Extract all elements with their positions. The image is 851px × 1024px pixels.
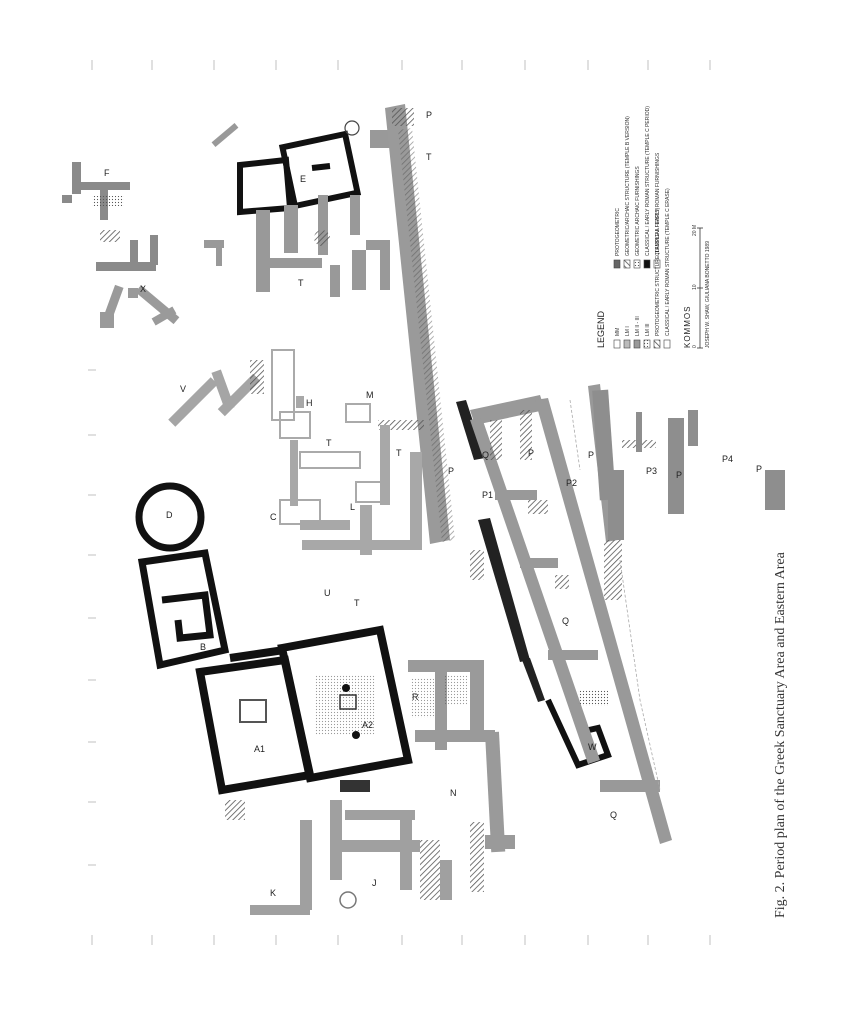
- grid-ticks: [88, 60, 711, 945]
- legend-swatches-right: PROTOGEOMETRIC GEOMETRIC/ARCHAIC STRUCTU…: [613, 106, 661, 269]
- legend-item-9: CLASSICAL / EARLY ROMAN STRUCTURE (TEMPL…: [645, 106, 651, 256]
- structure-a2: [229, 625, 413, 783]
- legend-item-3: LM III: [645, 323, 651, 336]
- label-t-mid2: T: [396, 448, 402, 458]
- legend-item-2: LM II - III: [635, 316, 641, 336]
- label-p1: P1: [482, 490, 493, 500]
- legend-item-4: PROTOGEOMETRIC STRUCTURE (TEMPLE A FIRST…: [655, 207, 661, 336]
- structure-w: [545, 698, 612, 769]
- label-u: U: [324, 588, 331, 598]
- label-p-e2: P: [676, 470, 682, 480]
- label-l: L: [350, 502, 355, 512]
- legend-swatches-left: MM LM I LM II - III LM III PROTOGEOMETRI…: [613, 188, 671, 349]
- label-v: V: [180, 384, 186, 394]
- structure-t-mid: [290, 396, 424, 555]
- structure-f: [62, 162, 158, 271]
- a2-pillar-base-1: [342, 684, 350, 692]
- legend-item-7: GEOMETRIC/ARCHAIC STRUCTURE (TEMPLE B VE…: [625, 116, 631, 256]
- label-k: K: [270, 888, 276, 898]
- structure-d-circle: [135, 482, 205, 552]
- label-p-e3: P: [756, 464, 762, 474]
- scale-label-2: 20 M: [692, 225, 698, 236]
- structure-v: [168, 360, 264, 427]
- eastern-dashed-line: [569, 399, 661, 791]
- label-a1: A1: [254, 744, 265, 754]
- label-t-top: T: [426, 152, 432, 162]
- label-j: J: [372, 878, 377, 888]
- legend-credit: JOSEPH W. SHAW, GIULIANA BONETTO 1989: [705, 241, 711, 348]
- legend-scale-bar: 0 10 20 M: [692, 225, 703, 349]
- scale-label-0: 0: [692, 345, 698, 348]
- north-walls: [204, 123, 400, 297]
- label-q-low: Q: [610, 810, 617, 820]
- label-n: N: [450, 788, 457, 798]
- structure-e: [237, 130, 362, 216]
- label-p-mid: P: [448, 466, 454, 476]
- legend-title: LEGEND: [596, 310, 606, 348]
- structure-p1-strip: [456, 400, 545, 702]
- label-p3: P3: [646, 466, 657, 476]
- label-p-east: P: [588, 450, 594, 460]
- a2-pillar-base-2: [352, 731, 360, 739]
- altar-circle: [314, 230, 330, 246]
- legend-item-5: CLASSICAL / EARLY ROMAN STRUCTURE (TEMPL…: [665, 188, 671, 336]
- structure-a1: [195, 655, 315, 795]
- label-d: D: [166, 510, 173, 520]
- label-f: F: [104, 168, 110, 178]
- scale-label-1: 10: [692, 284, 698, 290]
- figure-caption: Fig. 2. Period plan of the Greek Sanctua…: [773, 551, 788, 918]
- legend-item-6: PROTOGEOMETRIC: [615, 208, 621, 256]
- legend-item-8: GEOMETRIC ARCHAIC FURNISHINGS: [635, 166, 641, 256]
- label-x: X: [140, 284, 146, 294]
- label-q-top: Q: [482, 450, 489, 460]
- label-p4: P4: [722, 454, 733, 464]
- label-a2: A2: [362, 720, 373, 730]
- a1-altar: [239, 699, 267, 723]
- a2-altar: [339, 694, 357, 710]
- legend-item-1: LM I: [625, 326, 631, 336]
- label-w: W: [588, 742, 597, 752]
- legend-site-name: KOMMOS: [683, 306, 692, 348]
- structure-x: [100, 284, 180, 328]
- central-long-wall: [385, 104, 455, 544]
- label-t-low: T: [354, 598, 360, 608]
- eastern-p-walls: [470, 389, 785, 600]
- label-m: M: [366, 390, 374, 400]
- label-b: B: [200, 642, 206, 652]
- structure-j-k: [225, 780, 452, 915]
- legend-item-0: MM: [615, 328, 621, 336]
- label-t-mid: T: [326, 438, 332, 448]
- label-c: C: [270, 512, 277, 522]
- label-r: R: [412, 692, 419, 702]
- structure-r-n: [408, 660, 515, 892]
- label-p2: P2: [566, 478, 577, 488]
- label-p-top: P: [426, 110, 432, 120]
- area-labels: F E X T V H M T T D C L U T B A1 A2 R N …: [104, 110, 762, 898]
- label-q-mid: Q: [562, 616, 569, 626]
- legend: LEGEND MM LM I LM II - III LM III PROTOG…: [596, 106, 711, 349]
- label-e: E: [300, 174, 306, 184]
- well-circle: [344, 120, 360, 136]
- structure-h-m: [271, 349, 387, 525]
- label-t-north: T: [298, 278, 304, 288]
- legend-item-10: CLASSICAL / EARLY ROMAN FURNISHINGS: [655, 152, 661, 256]
- structure-b: [137, 549, 230, 670]
- label-p-q: P: [528, 448, 534, 458]
- label-h: H: [306, 398, 313, 408]
